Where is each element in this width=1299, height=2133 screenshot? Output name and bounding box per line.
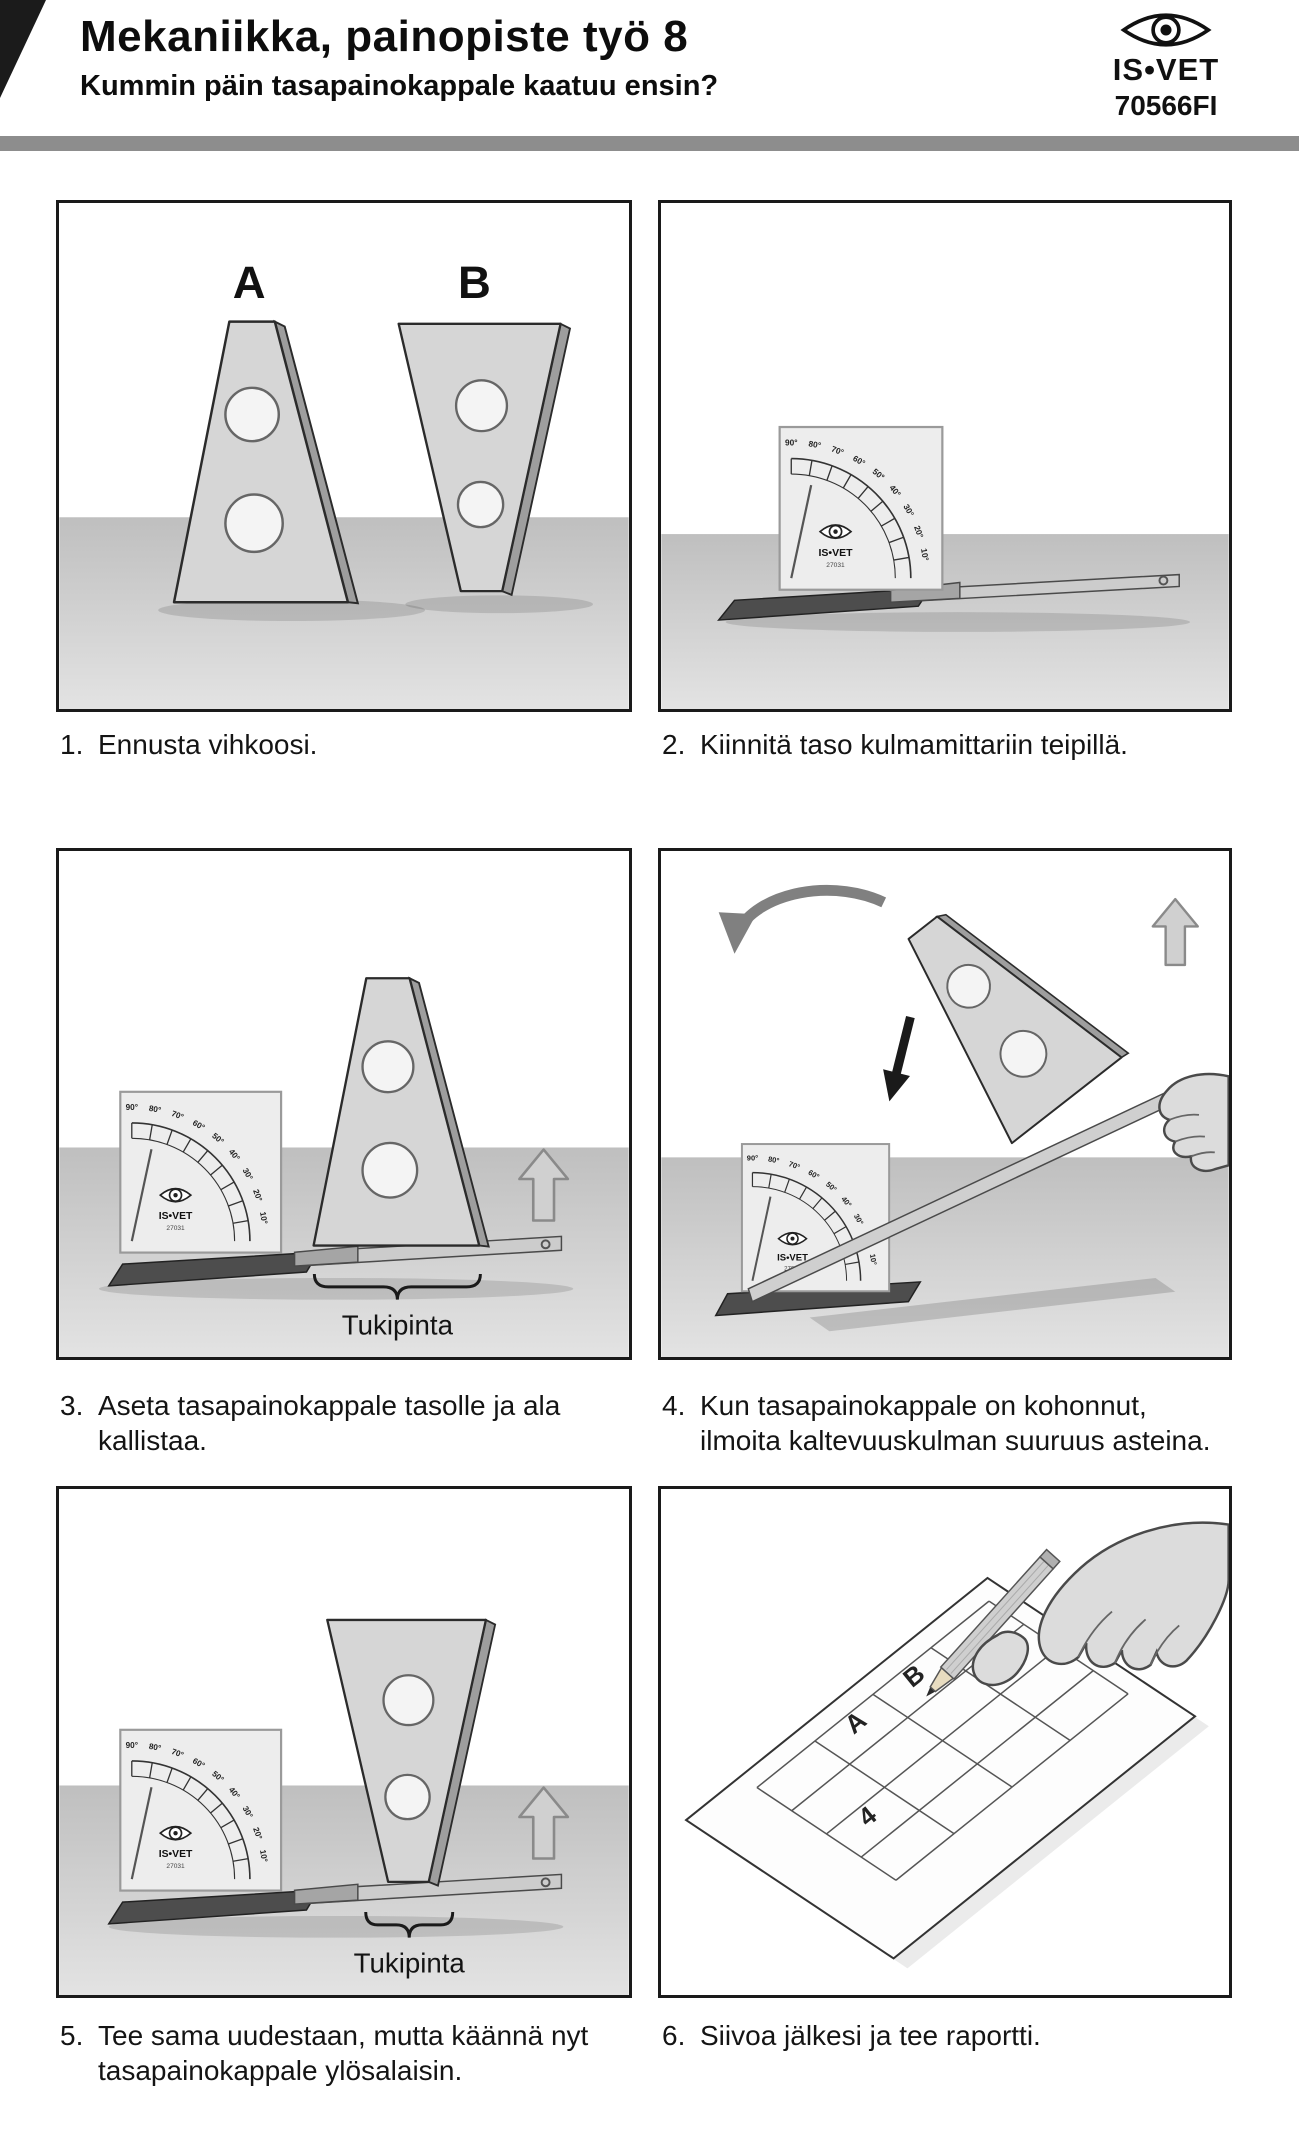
caption-step-2: 2. Kiinnitä taso kulmamittariin teipillä… xyxy=(662,727,1128,762)
balance-block-a xyxy=(312,977,490,1248)
angle-gauge xyxy=(778,425,944,591)
caption-step-1: 1. Ennusta vihkoosi. xyxy=(60,727,317,762)
angle-gauge xyxy=(119,1090,283,1254)
caption-number: 3. xyxy=(60,1390,84,1421)
caption-text: Siivoa jälkesi ja tee raportti. xyxy=(700,2020,1041,2051)
pencil xyxy=(926,1548,1061,1697)
isvet-eye-icon xyxy=(1120,13,1212,47)
panel-6-illustration: A B 4 xyxy=(658,1486,1232,1998)
rotation-arrow-icon xyxy=(733,884,887,933)
product-code: 70566FI xyxy=(1114,90,1218,121)
caption-text: Ennusta vihkoosi. xyxy=(98,729,318,760)
support-surface-label: Tukipinta xyxy=(354,1947,466,1978)
caption-step-3: 3. Aseta tasapainokappale tasolle ja ala… xyxy=(60,1388,560,1458)
ruler-hole xyxy=(540,1239,551,1250)
brand-name: IS•VET xyxy=(1112,52,1220,87)
rotation-arrowhead xyxy=(718,912,757,954)
hand xyxy=(1158,1072,1229,1173)
caption-text: Kiinnitä taso kulmamittariin teipillä. xyxy=(700,729,1128,760)
panel-5-illustration: Tukipinta xyxy=(56,1486,632,1998)
caption-number: 5. xyxy=(60,2020,84,2051)
caption-step-5: 5. Tee sama uudestaan, mutta käännä nyt … xyxy=(60,2018,588,2088)
ruler-hole xyxy=(540,1877,551,1888)
support-surface-label: Tukipinta xyxy=(342,1309,454,1340)
caption-number: 2. xyxy=(662,729,686,760)
hand xyxy=(971,1521,1229,1687)
page-subtitle: Kummin päin tasapainokappale kaatuu ensi… xyxy=(80,70,719,102)
down-arrow-icon xyxy=(883,1015,915,1102)
block-a-label: A xyxy=(233,257,266,308)
caption-text: Kun tasapainokappale on kohonnut, ilmoit… xyxy=(700,1390,1211,1456)
block-b-label: B xyxy=(458,257,491,308)
panel-1-illustration: A B xyxy=(56,200,632,712)
support-brace xyxy=(364,1911,455,1938)
caption-text: Tee sama uudestaan, mutta käännä nyt tas… xyxy=(98,2020,589,2086)
brand-block: IS•VET 70566FI xyxy=(1078,6,1254,122)
floor xyxy=(661,534,1229,709)
up-arrow-icon xyxy=(1151,897,1200,967)
tape-joint xyxy=(293,1883,359,1905)
page-title: Mekaniikka, painopiste työ 8 xyxy=(80,12,689,61)
panel-4-illustration xyxy=(658,848,1232,1360)
panel-3-illustration: Tukipinta xyxy=(56,848,632,1360)
caption-number: 4. xyxy=(662,1390,686,1421)
ruler-hole xyxy=(1158,575,1169,586)
caption-step-4: 4. Kun tasapainokappale on kohonnut, ilm… xyxy=(662,1388,1210,1458)
header-divider-bar xyxy=(0,136,1299,151)
caption-number: 6. xyxy=(662,2020,686,2051)
caption-number: 1. xyxy=(60,729,84,760)
corner-decoration xyxy=(0,0,46,98)
caption-step-6: 6. Siivoa jälkesi ja tee raportti. xyxy=(662,2018,1041,2053)
support-brace xyxy=(312,1273,482,1300)
panel-2-illustration xyxy=(658,200,1232,712)
caption-text: Aseta tasapainokappale tasolle ja ala ka… xyxy=(98,1390,561,1456)
angle-gauge xyxy=(119,1728,283,1892)
tipping-block xyxy=(872,874,1130,1145)
balance-block-a xyxy=(172,320,360,605)
